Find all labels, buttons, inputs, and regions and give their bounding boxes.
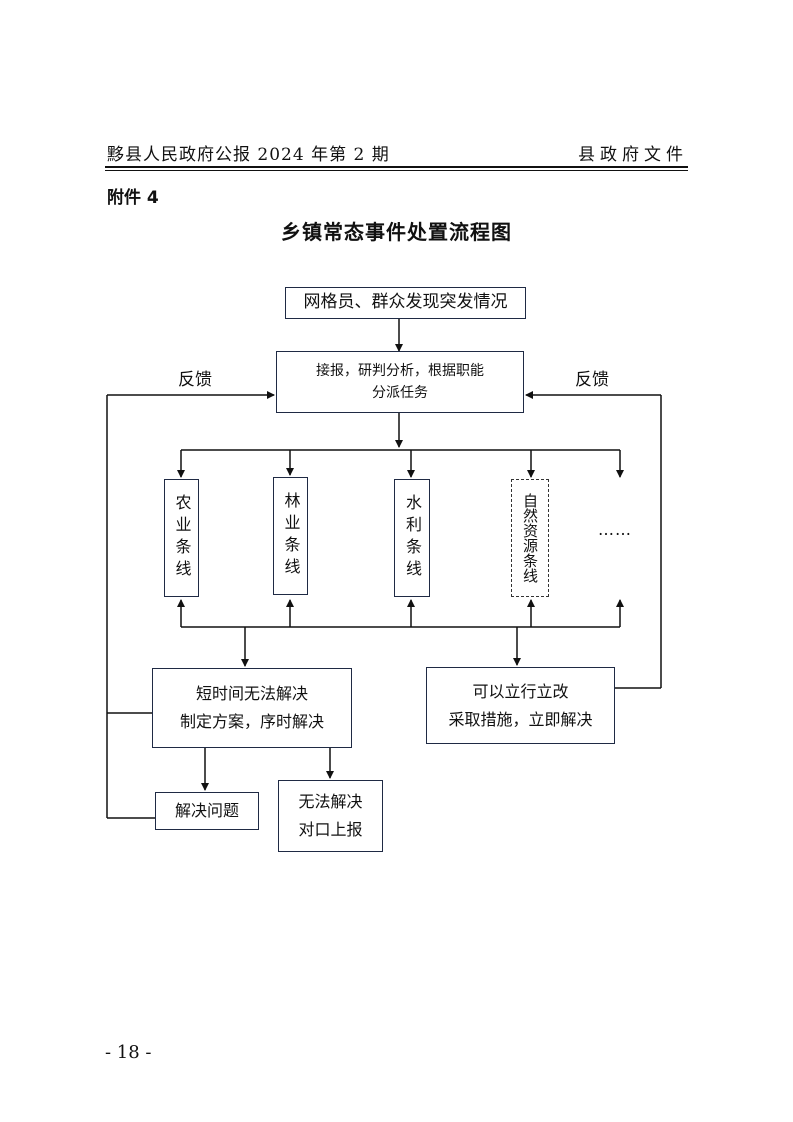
solved-box: 解决问题 [155,792,259,830]
escalate-box: 无法解决 对口上报 [278,780,383,852]
water-line-label: 水利条线 [403,494,422,582]
forestry-line-box: 林业条线 [273,477,308,595]
header-section-name: 县政府文件 [578,145,688,165]
short-term-box: 短时间无法解决 制定方案，序时解决 [152,668,352,748]
header-rule-thin [105,170,688,171]
solved-text: 解决问题 [174,801,239,820]
feedback-label-left: 反馈 [178,370,212,390]
page-title: 乡镇常态事件处置流程图 [281,220,512,244]
short-term-text-line1: 短时间无法解决 [195,684,308,703]
agriculture-line-label: 农业条线 [172,494,192,582]
agriculture-line-box: 农业条线 [164,479,199,597]
dispatch-text-line1: 接报，研判分析，根据职能 [316,362,484,379]
natural-resources-line-box: 自然资源条线 [511,479,549,597]
immediate-box: 可以立行立改 采取措施，立即解决 [426,667,615,744]
natural-resources-line-label: 自然资源条线 [521,493,539,583]
escalate-text-line2: 对口上报 [298,820,363,839]
feedback-label-right: 反馈 [575,370,609,390]
dispatch-text-line2: 分派任务 [372,385,428,401]
more-lines-ellipsis: …… [598,520,632,539]
short-term-text-line2: 制定方案，序时解决 [179,712,324,731]
immediate-text-line2: 采取措施，立即解决 [448,709,593,729]
water-line-box: 水利条线 [394,479,430,597]
immediate-text-line1: 可以立行立改 [472,681,569,701]
discover-box: 网格员、群众发现突发情况 [285,287,526,319]
header-rule [105,166,688,168]
header-bulletin-title: 黟县人民政府公报 2024 年第 2 期 [107,145,390,165]
dispatch-box: 接报，研判分析，根据职能 分派任务 [276,351,524,413]
escalate-text-line1: 无法解决 [298,792,363,811]
discover-text: 网格员、群众发现突发情况 [303,292,508,313]
attachment-label: 附件 4 [107,188,159,208]
page-number: - 18 - [105,1042,152,1063]
forestry-line-label: 林业条线 [281,492,301,580]
